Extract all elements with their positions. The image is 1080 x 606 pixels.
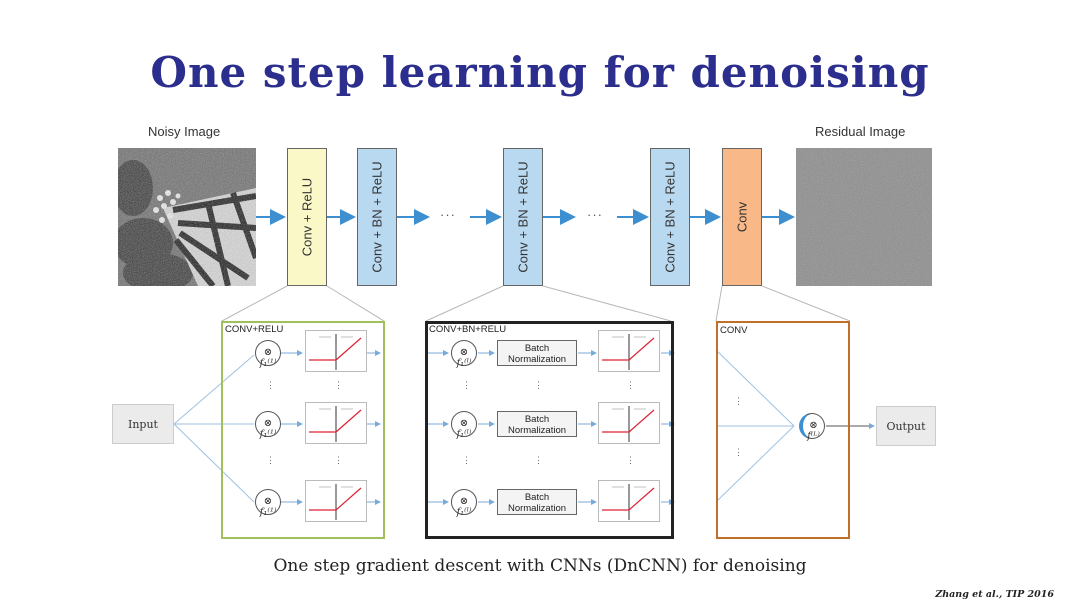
conv-label: CONV xyxy=(720,325,748,336)
layer-conv-bn-relu-2: Conv + BN + ReLU xyxy=(503,148,543,286)
layer-conv: Conv xyxy=(722,148,762,286)
neuron-label: ⊗ f⁽ᴸ⁾ xyxy=(807,420,820,442)
bn-text: Batch xyxy=(524,492,550,503)
conv-relu-detail-box: CONV+RELU xyxy=(221,321,385,539)
activation-plot xyxy=(598,402,660,444)
bn-neuron-3: ⊗ f₁⁽ˡ⁾ xyxy=(451,489,477,518)
activation-plot xyxy=(305,330,367,372)
bn-neuron-1: ⊗ f₁⁽ˡ⁾ xyxy=(451,340,477,369)
vertical-dots: ⋮ xyxy=(462,380,471,390)
residual-image-caption: Residual Image xyxy=(815,124,906,139)
relu-connectors xyxy=(281,350,381,505)
bn-text: Normalization xyxy=(507,425,567,436)
bn-text: Normalization xyxy=(507,354,567,365)
relu-neuron-3: ⊗ f₁⁽¹⁾ xyxy=(255,489,281,518)
ellipsis-1: ··· xyxy=(440,207,456,222)
activation-plot xyxy=(305,480,367,522)
input-fanout-lines xyxy=(173,354,255,503)
conv-fanin-lines xyxy=(715,349,875,503)
citation: Zhang et al., TIP 2016 xyxy=(935,589,1054,600)
ellipsis-2: ··· xyxy=(587,207,603,222)
vertical-dots: ⋮ xyxy=(734,447,743,457)
noisy-image xyxy=(118,148,256,286)
bn-neuron-2: ⊗ f₁⁽ˡ⁾ xyxy=(451,411,477,440)
neuron-label: ⊗ f₁⁽ˡ⁾ xyxy=(456,496,472,518)
conv-relu-label: CONV+RELU xyxy=(225,324,284,335)
vertical-dots: ⋮ xyxy=(462,455,471,465)
vertical-dots: ⋮ xyxy=(734,396,743,406)
slide-title: One step learning for denoising xyxy=(150,48,930,97)
conv-neuron: ⊗ f⁽ᴸ⁾ xyxy=(799,413,825,442)
activation-plot xyxy=(598,480,660,522)
residual-image xyxy=(796,148,932,286)
neuron-label: ⊗ f₁⁽¹⁾ xyxy=(259,496,277,518)
vertical-dots: ⋮ xyxy=(334,455,343,465)
vertical-dots: ⋮ xyxy=(334,380,343,390)
slide-caption: One step gradient descent with CNNs (DnC… xyxy=(273,556,807,576)
conv-detail-box: CONV xyxy=(716,321,850,539)
conv-bn-relu-detail-box: CONV+BN+RELU xyxy=(425,321,674,539)
vertical-dots: ⋮ xyxy=(626,380,635,390)
layer-conv-bn-relu-1: Conv + BN + ReLU xyxy=(357,148,397,286)
neuron-label: ⊗ f₁⁽¹⁾ xyxy=(259,418,277,440)
vertical-dots: ⋮ xyxy=(266,380,275,390)
vertical-dots: ⋮ xyxy=(534,380,543,390)
neuron-label: ⊗ f₁⁽ˡ⁾ xyxy=(456,418,472,440)
vertical-dots: ⋮ xyxy=(266,455,275,465)
projection-lines xyxy=(221,285,851,322)
neuron-label: ⊗ f₁⁽¹⁾ xyxy=(259,347,277,369)
vertical-dots: ⋮ xyxy=(626,455,635,465)
output-node: Output xyxy=(876,406,936,446)
conv-bn-relu-label: CONV+BN+RELU xyxy=(429,324,507,335)
input-node: Input xyxy=(112,404,174,444)
bn-text: Batch xyxy=(524,343,550,354)
relu-neuron-1: ⊗ f₁⁽¹⁾ xyxy=(255,340,281,369)
neuron-label: ⊗ f₁⁽ˡ⁾ xyxy=(456,347,472,369)
activation-plot xyxy=(305,402,367,444)
layer-conv-bn-relu-3: Conv + BN + ReLU xyxy=(650,148,690,286)
bn-text: Batch xyxy=(524,414,550,425)
layer-conv-relu: Conv + ReLU xyxy=(287,148,327,286)
relu-neuron-2: ⊗ f₁⁽¹⁾ xyxy=(255,411,281,440)
activation-plot xyxy=(598,330,660,372)
noisy-image-caption: Noisy Image xyxy=(148,124,221,139)
vertical-dots: ⋮ xyxy=(534,455,543,465)
bn-text: Normalization xyxy=(507,503,567,514)
